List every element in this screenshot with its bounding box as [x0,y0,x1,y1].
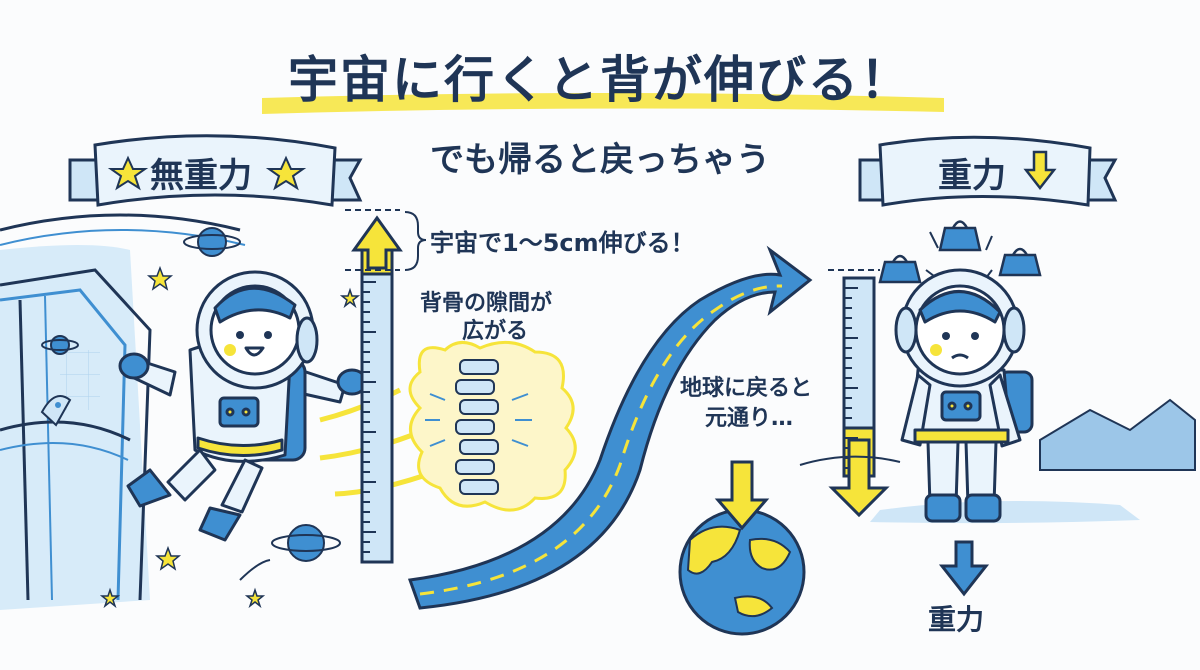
stretch-arrow [351,215,403,270]
spine-vertebrae [455,359,499,495]
ruler-ticks [844,287,858,469]
star-icon [265,155,307,191]
vertebra [459,359,499,375]
callout-bracket [404,211,427,271]
measure-line [345,209,400,271]
sparkle-star-icon [99,265,361,609]
journey-arrow [407,245,813,610]
vertebra [459,479,499,495]
spine-expansion-arrows [425,393,532,447]
callout-spine-line2: 広がる [462,319,529,344]
banner-left-label: 無重力 [150,156,252,196]
shrink-arrow [828,438,890,518]
callout-stretch: 宇宙で1〜5cm伸びる！ [430,229,695,257]
page-subtitle: でも帰ると戻っちゃう [430,140,770,180]
vertebra [459,399,499,415]
weight-icon [998,247,1042,277]
vertebra [455,419,495,435]
planet-icon [271,524,341,562]
gravity-down-arrow [938,540,990,597]
comet-icon [239,559,271,581]
astronaut-floating [118,270,368,542]
planet-icon [41,335,79,355]
vertebra [459,439,499,455]
planet-icon [183,227,241,257]
vertebra [455,459,495,475]
star-icon [107,155,149,191]
journey-arrow-dash [419,284,783,596]
weight-icon [878,254,922,284]
gravity-label: 重力 [928,603,985,636]
vertebra [455,379,495,395]
ruler-ticks [362,281,376,553]
title-highlight [262,93,944,114]
callout-spine-line1: 背骨の隙間が [420,291,553,316]
down-arrow-icon [1023,150,1057,191]
page-title: 宇宙に行くと背が伸びる！ [288,51,912,109]
callout-return-line1: 地球に戻ると [680,376,813,401]
rocket-icon [40,395,72,427]
weight-icon [938,220,982,252]
astronaut-standing [894,268,1034,523]
callout-return-line2: 元通り… [705,406,794,431]
earth-down-arrow [714,460,770,531]
banner-right-label: 重力 [938,156,1006,196]
pressure-marks [925,231,993,279]
